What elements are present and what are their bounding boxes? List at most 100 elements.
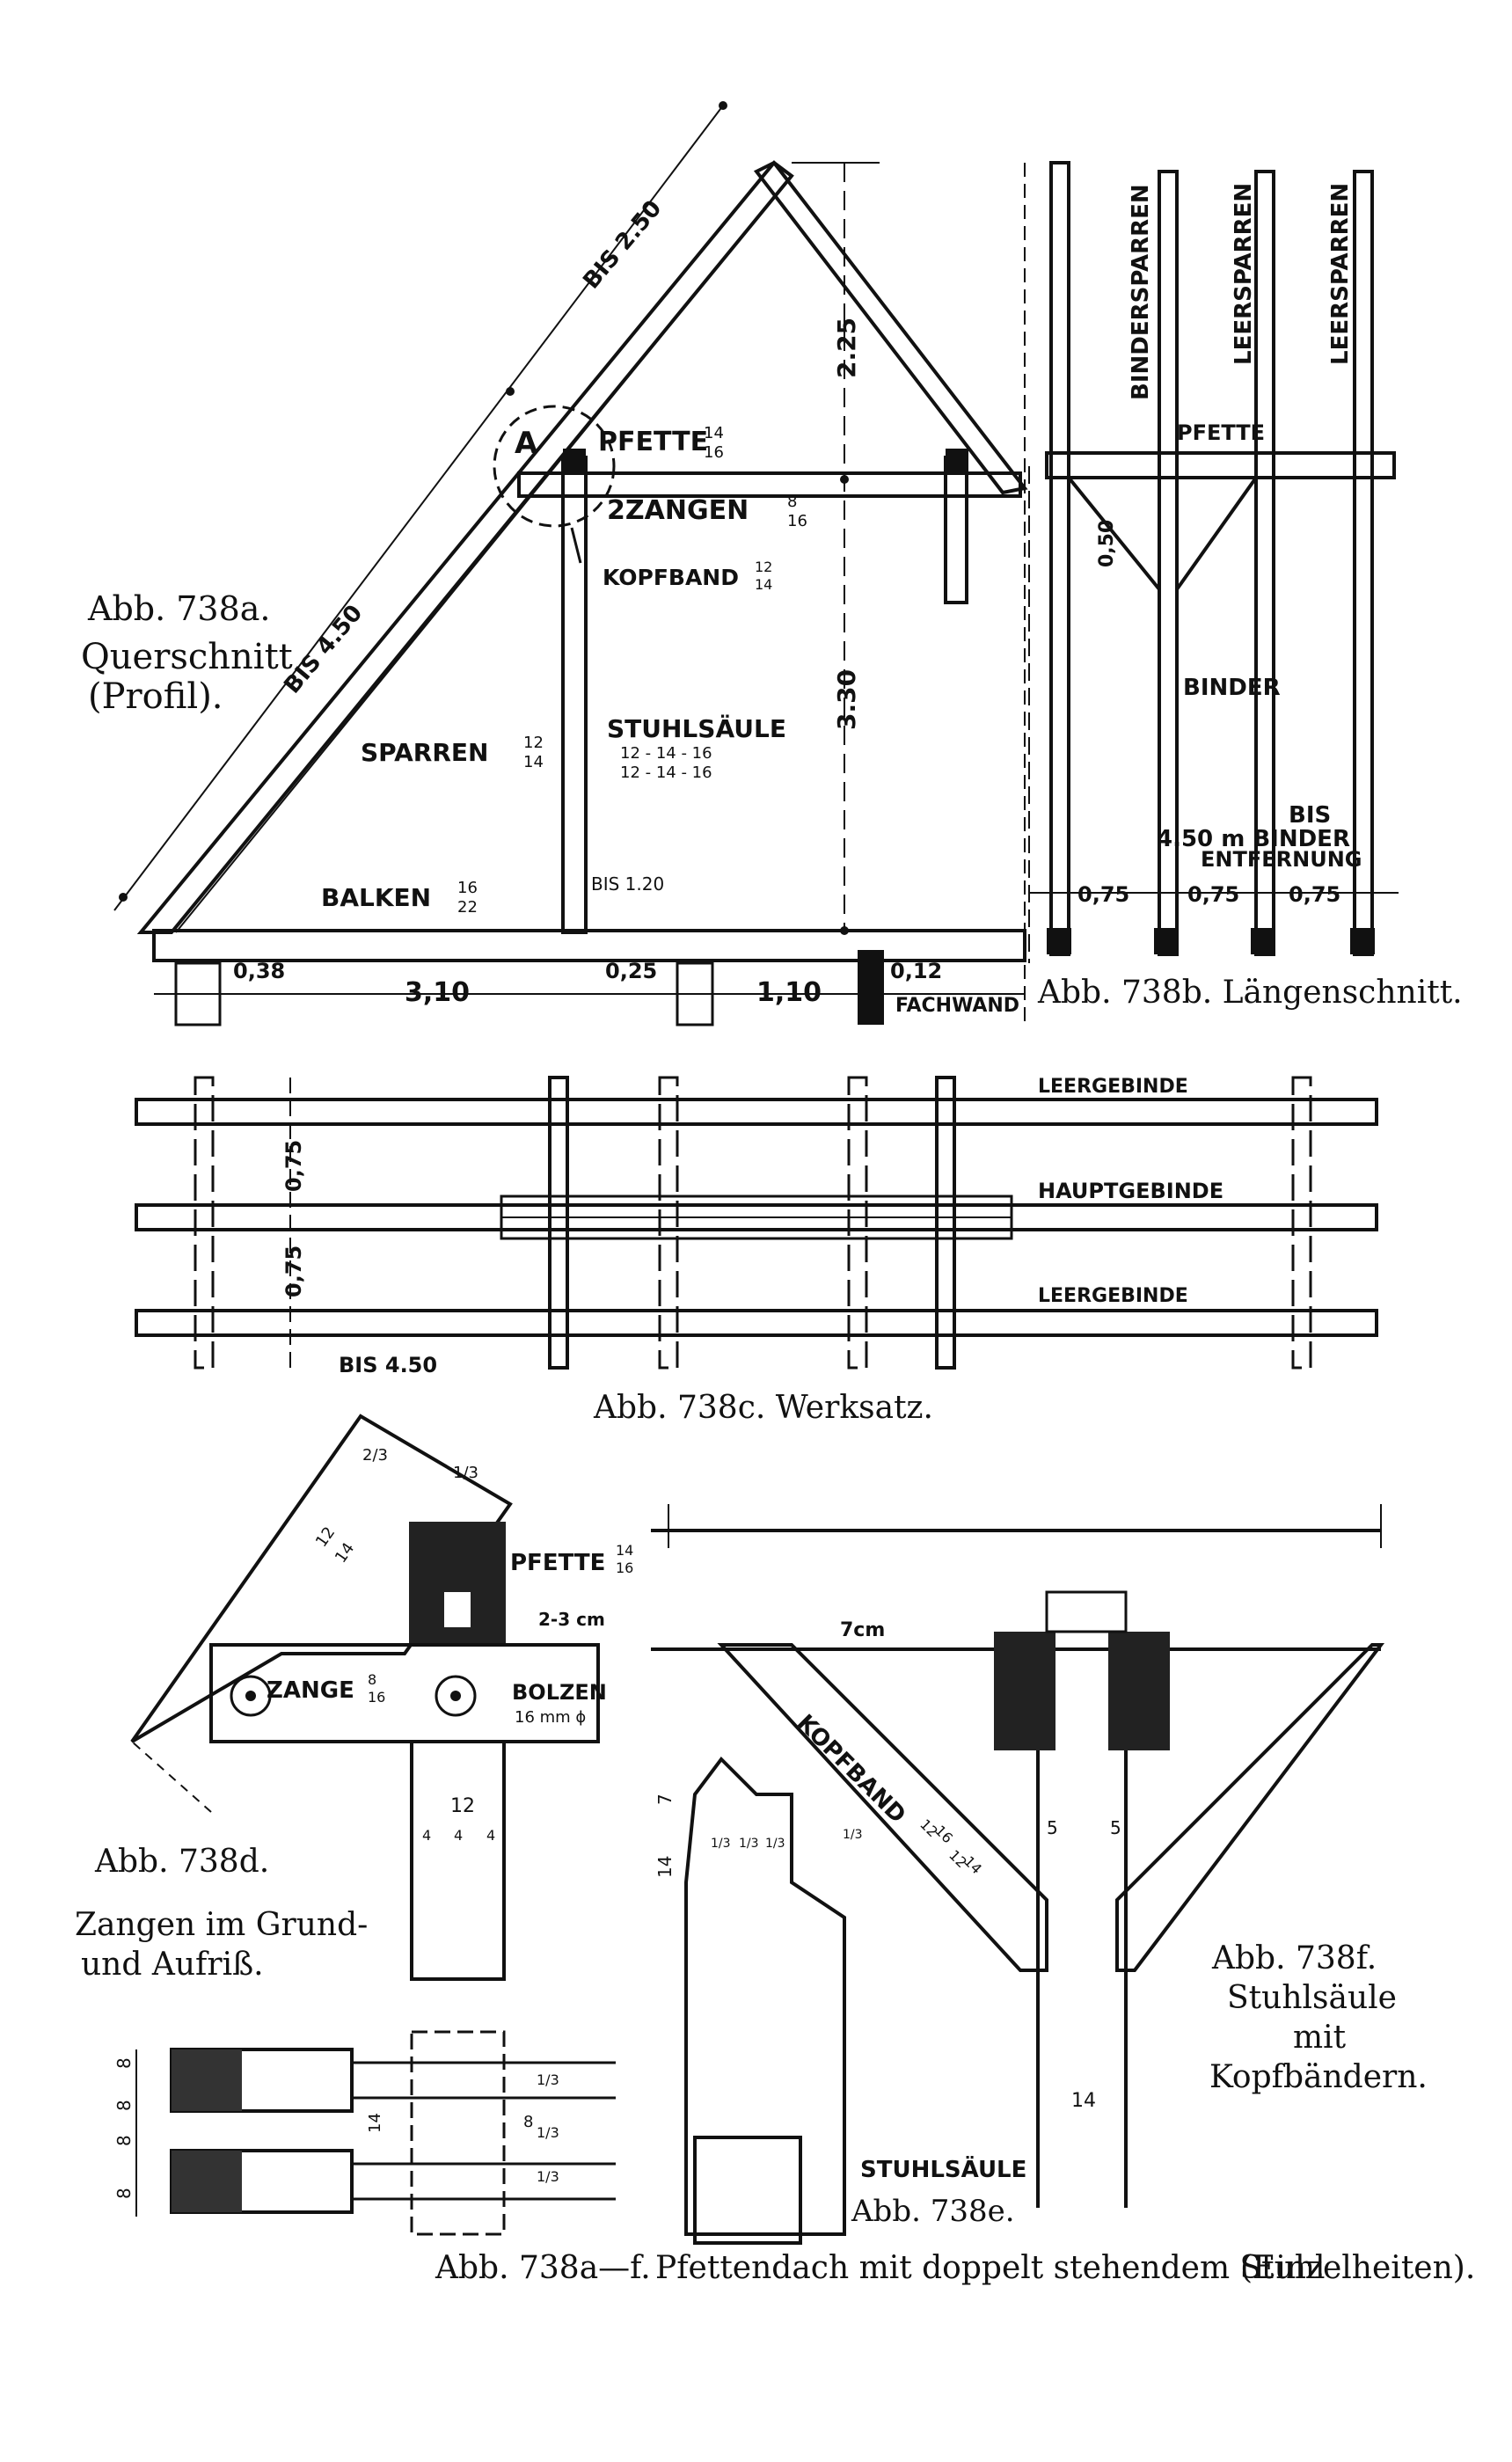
caption-738a-line3: (Profil).: [88, 676, 223, 717]
fig-738ef-post-detail: KOPFBAND 12 16 12 14 7cm 7 14 1/3 1/3 1/…: [651, 1504, 1428, 2245]
dim-line-rafter: [113, 105, 724, 911]
footer-right: (Einzelheiten).: [1240, 2250, 1475, 2286]
label-bis: BIS: [1289, 802, 1331, 829]
label-kopfband: KOPFBAND: [603, 565, 739, 590]
d-pfette-dim-bottom: 16: [616, 1560, 633, 1576]
dim-c-075-2: 0,75: [281, 1246, 306, 1297]
label-leergebinde-2: LEERGEBINDE: [1038, 1285, 1188, 1307]
label-e-stuhlsaeule: STUHLSÄULE: [860, 2155, 1026, 2183]
caption-738e: Abb. 738e.: [851, 2194, 1015, 2229]
dim-e-f4: 1/3: [843, 1828, 863, 1842]
dim-c-075-1: 0,75: [281, 1140, 306, 1192]
dim-bis-120: BIS 1.20: [591, 873, 664, 895]
caption-738a-line2: Querschnitt: [81, 637, 293, 677]
label-sparren: SPARREN: [361, 738, 488, 767]
dim-d-gap: 2-3 cm: [538, 1609, 605, 1630]
dim-d-frac-a: 2/3: [362, 1446, 388, 1465]
label-leersparren-2: LEERSPARREN: [1327, 183, 1354, 365]
stuhl-post: [561, 456, 588, 934]
label-hauptgebinde: HAUPTGEBINDE: [1038, 1179, 1223, 1203]
bolt-2: [435, 1675, 477, 1717]
dim-e-f2: 1/3: [739, 1837, 759, 1851]
kopfband-dim-bottom: 14: [755, 576, 772, 593]
dim-110: 1,10: [756, 977, 822, 1008]
label-d-bolzen-dim: 16 mm ϕ: [515, 1708, 586, 1727]
sparren-dim-bottom: 14: [523, 753, 544, 771]
e-purlin-right: [1108, 1632, 1170, 1750]
dim-d-14: 14: [366, 2113, 384, 2133]
footer-left: Abb. 738a—f.: [435, 2250, 651, 2286]
dim-c-bis-450: BIS 4.50: [339, 1353, 437, 1377]
fig-738a-cross-section: A Abb. 738a. Querschnitt (Profil). PFETT…: [81, 101, 1028, 1026]
plan-rafter-row-1: [135, 1098, 1378, 1126]
dim-d-12: 12: [450, 1795, 475, 1817]
caption-738f-line2: Stuhlsäule: [1227, 1980, 1397, 2016]
dim-310: 3,10: [405, 977, 470, 1008]
dim-d-v8b: 8: [113, 2100, 135, 2111]
sparren-dim-top: 12: [523, 734, 544, 752]
label-d-bolzen: BOLZEN: [512, 1680, 607, 1705]
e-kopfband: [717, 1643, 1048, 1972]
caption-738d-line3: und Aufriß.: [81, 1947, 264, 1983]
plan-rafter-row-3: [135, 1309, 1378, 1337]
dim-038: 0,38: [233, 959, 285, 983]
footer-title: Pfettendach mit doppelt stehendem Stuhl: [655, 2250, 1326, 2286]
stuhlsaeule-dim-top: 12 - 14 - 16: [620, 744, 712, 763]
dim-012: 0,12: [890, 959, 942, 983]
fig-738b-longitudinal-section: BINDERSPARREN LEERSPARREN LEERSPARREN PF…: [1028, 161, 1463, 1011]
collar-beam: [517, 471, 1022, 498]
dim-e-f1: 1/3: [711, 1837, 731, 1851]
bolt-1: [230, 1675, 272, 1717]
plan-rafter-row-2: [135, 1203, 1378, 1231]
dim-f-5a: 5: [1047, 1817, 1058, 1838]
dim-d-r8: 8: [523, 2113, 533, 2131]
caption-738d-line2: Zangen im Grund-: [75, 1907, 368, 1943]
label-binder: BINDER: [1183, 675, 1281, 701]
dim-d-4c: 4: [486, 1827, 495, 1844]
dim-e-7: 7: [654, 1794, 676, 1805]
dim-height-330: 3.30: [832, 669, 861, 730]
zangen-dim-bottom: 16: [787, 512, 807, 530]
d-sparren-dim-bottom: 14: [332, 1539, 358, 1567]
d-pfette-dim-top: 14: [616, 1542, 633, 1559]
d-tie: [209, 1643, 600, 1743]
pfette-dim-top: 14: [704, 424, 724, 442]
dim-b-075-2: 0,75: [1187, 882, 1239, 907]
dim-f-5b: 5: [1110, 1817, 1121, 1838]
caption-738f-line1: Abb. 738f.: [1211, 1940, 1377, 1976]
tie-beam: [152, 929, 1026, 962]
dim-e-f3: 1/3: [765, 1837, 785, 1851]
label-entfernung: ENTFERNUNG: [1201, 847, 1362, 872]
balken-dim-top: 16: [457, 879, 478, 897]
dim-height-225: 2.25: [832, 318, 861, 378]
fig-738d-tie-detail: PFETTE 14 16 12 14 ZANGE 8 16 BOLZEN 16 …: [75, 1414, 633, 2236]
dim-d-rfrac2: 1/3: [537, 2124, 559, 2141]
binder-sparren: [1049, 161, 1070, 956]
label-zangen: 2ZANGEN: [607, 495, 749, 526]
d-zange-dim-top: 8: [368, 1671, 376, 1688]
label-e-kopfband: KOPFBAND: [792, 1710, 910, 1829]
pfette-dim-bottom: 16: [704, 443, 724, 462]
label-d-pfette: PFETTE: [510, 1550, 605, 1576]
dim-050: 0,50: [1096, 520, 1118, 567]
label-leersparren-1: LEERSPARREN: [1231, 183, 1257, 365]
f-kopfband: [1115, 1643, 1385, 1972]
dim-d-rfrac: 1/3: [537, 2071, 559, 2088]
dim-f-14: 14: [1071, 2090, 1096, 2112]
dim-d-v8a: 8: [113, 2057, 135, 2069]
caption-738f-line3: mit: [1293, 2020, 1347, 2056]
d-zange-dim-bottom: 16: [368, 1689, 385, 1706]
label-pfette: PFETTE: [598, 427, 708, 457]
dim-d-frac-b: 1/3: [453, 1464, 478, 1482]
stuhlsaeule-dim-bottom: 12 - 14 - 16: [620, 763, 712, 782]
caption-738b: Abb. 738b. Längenschnitt.: [1037, 975, 1463, 1011]
dim-e-7cm: 7cm: [840, 1619, 885, 1641]
purlin-longitudinal: [1045, 451, 1396, 479]
detail-circle-a: [493, 405, 616, 528]
label-a: A: [515, 426, 538, 461]
dim-e-14: 14: [654, 1856, 676, 1878]
label-bindersparren: BINDERSPARREN: [1128, 184, 1154, 400]
e-purlin-left: [994, 1632, 1055, 1750]
label-fachwand: FACHWAND: [895, 995, 1019, 1017]
